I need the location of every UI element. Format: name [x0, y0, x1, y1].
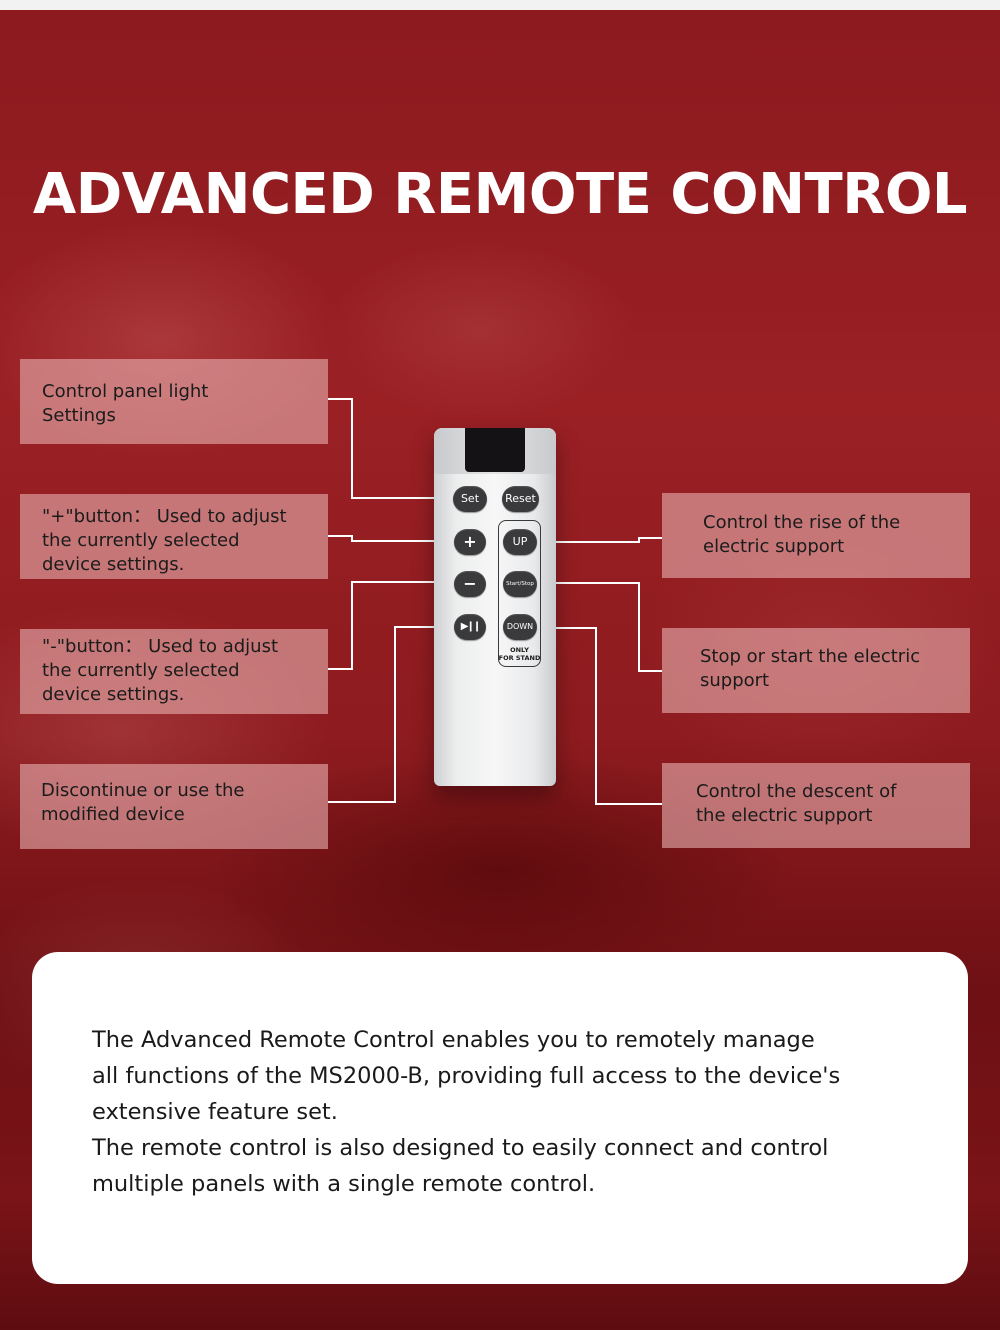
callout-discontinue: Discontinue or use the modified device	[20, 764, 328, 849]
connector-line	[638, 670, 662, 672]
callout-line: Control the rise of the	[703, 512, 901, 533]
description-card: The Advanced Remote Control enables you …	[32, 952, 968, 1284]
callout-line: Control the descent of	[696, 781, 897, 802]
description-line: The remote control is also designed to e…	[92, 1135, 829, 1161]
connector-line	[394, 626, 456, 628]
callout-line: the electric support	[696, 805, 873, 826]
connector-line	[638, 582, 640, 672]
ir-window	[465, 428, 525, 472]
connector-line	[536, 541, 639, 543]
up-button[interactable]: UP	[503, 529, 537, 555]
minus-button[interactable]: −	[454, 571, 486, 597]
callout-light-settings: Control panel light Settings	[20, 359, 328, 444]
callout-line: electric support	[703, 536, 845, 557]
description-line: all functions of the MS2000-B, providing…	[92, 1063, 841, 1089]
connector-line	[328, 668, 353, 670]
remote-control: Set Reset + − ▶❙❙ UP Start/Stop DOWN ONL…	[434, 428, 556, 786]
play-pause-button[interactable]: ▶❙❙	[454, 614, 486, 640]
connector-line	[351, 535, 353, 541]
connector-line	[595, 803, 662, 805]
callout-plus-button: "+"button： Used to adjust the currently …	[20, 494, 328, 579]
top-strip	[0, 0, 1000, 10]
connector-line	[638, 537, 662, 539]
callout-line: device settings.	[42, 684, 185, 705]
description-line: The Advanced Remote Control enables you …	[92, 1027, 815, 1053]
play-pause-icon: ▶❙❙	[460, 621, 482, 632]
connector-line	[328, 535, 353, 537]
callout-line: modified device	[41, 804, 185, 825]
reset-button[interactable]: Reset	[502, 486, 539, 512]
callout-line: Discontinue or use the	[41, 780, 245, 801]
set-button[interactable]: Set	[453, 486, 487, 512]
stand-button-group	[498, 520, 541, 667]
connector-line	[328, 398, 353, 400]
connector-line	[595, 627, 597, 805]
description-line: extensive feature set.	[92, 1099, 338, 1125]
connector-line	[638, 537, 640, 543]
callout-line: the currently selected	[42, 530, 240, 551]
down-button[interactable]: DOWN	[503, 614, 537, 640]
callout-line: device settings.	[42, 554, 185, 575]
connector-line	[328, 801, 396, 803]
only-label-line: FOR STAND	[498, 654, 541, 662]
page-title: ADVANCED REMOTE CONTROL	[32, 162, 968, 227]
callout-line: support	[700, 670, 770, 691]
connector-line	[351, 581, 353, 670]
callout-line: the currently selected	[42, 660, 240, 681]
connector-line	[351, 398, 353, 499]
remote-head	[434, 428, 556, 474]
connector-line	[536, 627, 597, 629]
start-stop-button[interactable]: Start/Stop	[503, 571, 537, 597]
connector-line	[351, 540, 455, 542]
callout-line: Settings	[42, 405, 116, 426]
callout-line: "-"button： Used to adjust	[42, 636, 279, 657]
callout-descent: Control the descent of the electric supp…	[662, 763, 970, 848]
callout-rise: Control the rise of the electric support	[662, 493, 970, 578]
description-line: multiple panels with a single remote con…	[92, 1171, 596, 1197]
connector-line	[536, 582, 640, 584]
connector-line	[394, 626, 396, 803]
callout-line: Control panel light	[42, 381, 209, 402]
connector-line	[351, 497, 455, 499]
plus-button[interactable]: +	[454, 529, 486, 555]
description-text: The Advanced Remote Control enables you …	[92, 1022, 932, 1202]
connector-line	[351, 581, 455, 583]
callout-stop-start: Stop or start the electric support	[662, 628, 970, 713]
only-label-line: ONLY	[510, 646, 529, 654]
only-for-stand-label: ONLY FOR STAND	[498, 646, 541, 662]
callout-line: Stop or start the electric	[700, 646, 921, 667]
callout-line: "+"button： Used to adjust	[42, 506, 287, 527]
callout-minus-button: "-"button： Used to adjust the currently …	[20, 629, 328, 714]
